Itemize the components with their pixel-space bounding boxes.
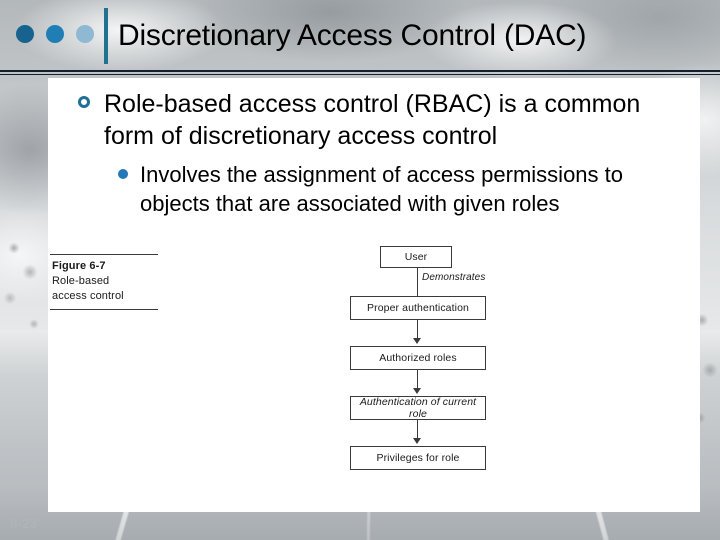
page-title: Discretionary Access Control (DAC)	[118, 19, 587, 52]
title-divider-bar	[104, 8, 108, 64]
content-panel: Role-based access control (RBAC) is a co…	[48, 78, 700, 512]
flow-arrowhead-roles-to-current	[413, 388, 421, 394]
flow-node-proper-authentication: Proper authentication	[350, 296, 486, 320]
flow-node-authorized-roles: Authorized roles	[350, 346, 486, 370]
flow-connector-auth-to-roles	[417, 320, 418, 338]
figure-caption-block: Figure 6-7 Role-based access control	[50, 254, 158, 310]
title-underline-rule	[0, 70, 720, 76]
flow-node-user: User	[380, 246, 452, 268]
flow-connector-roles-to-current	[417, 370, 418, 388]
flow-connector-user-to-auth	[417, 268, 418, 296]
slide-title-row: Discretionary Access Control (DAC)	[0, 0, 720, 72]
flow-arrowhead-auth-to-roles	[413, 338, 421, 344]
figure-caption-title: Figure 6-7	[52, 260, 106, 272]
figure-caption-line1: Role-based	[52, 275, 110, 287]
flow-arrowhead-current-to-privileges	[413, 438, 421, 444]
hollow-circle-bullet-icon	[78, 96, 90, 108]
figure-caption-line2: access control	[52, 290, 124, 302]
flow-node-authentication-of-current-role: Authentication of current role	[350, 396, 486, 420]
filled-dot-bullet-icon	[118, 169, 128, 179]
title-dot-group	[16, 25, 94, 43]
bullet-level2: Involves the assignment of access permis…	[118, 160, 698, 218]
rbac-flowchart: User Demonstrates Proper authentication …	[302, 246, 492, 486]
flow-node-privileges-for-role: Privileges for role	[350, 446, 486, 470]
circle-dot-icon-light	[76, 25, 94, 43]
bullet-level1-text: Role-based access control (RBAC) is a co…	[104, 90, 641, 150]
flow-edge-label-demonstrates: Demonstrates	[422, 272, 486, 283]
page-number: 6-23	[10, 516, 38, 531]
figure-caption-rule-bottom	[50, 309, 158, 310]
background-foliage-left	[0, 232, 52, 352]
figure-caption-rule-top	[50, 254, 158, 255]
circle-dot-icon-mid	[46, 25, 64, 43]
bullet-level2-text: Involves the assignment of access permis…	[140, 162, 624, 216]
circle-dot-icon-dark	[16, 25, 34, 43]
figure-caption-body: Figure 6-7 Role-based access control	[50, 255, 158, 306]
bullet-level1: Role-based access control (RBAC) is a co…	[78, 88, 678, 152]
flow-connector-current-to-privileges	[417, 420, 418, 438]
